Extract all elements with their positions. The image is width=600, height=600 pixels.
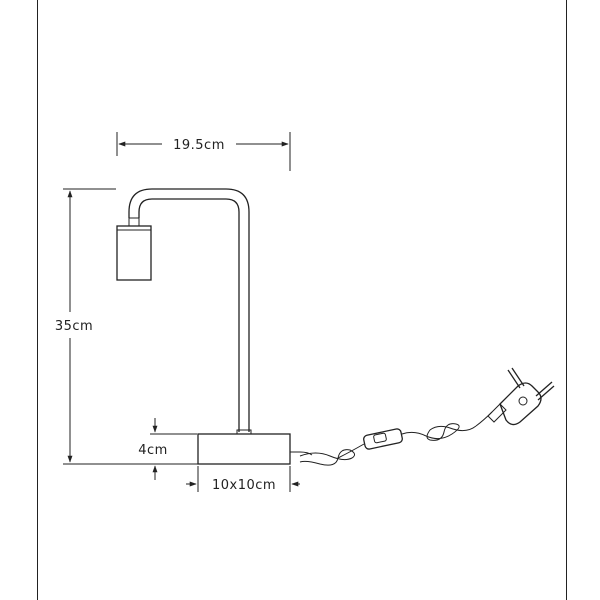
cord-loop-2 [425,423,477,441]
cord-segment-2 [401,431,427,437]
plug-body [499,382,542,426]
lamp-base [197,433,291,465]
plug-center-mark [518,396,528,406]
width-label: 19.5cm [173,138,225,153]
width-dimension: 19.5cm [116,132,291,171]
plug-prong-1 [507,369,521,389]
plug-prong-1b [511,367,525,387]
lamp-socket-neck [128,217,140,227]
page-frame [37,0,567,600]
cord-exit [290,451,313,456]
lamp-arm-inner [138,198,240,432]
base-height-dimension: 4cm [138,418,197,480]
cord-loop-1 [299,449,356,466]
inline-switch-button [373,432,387,444]
lamp-outline [116,188,291,465]
base-footprint-label: 10x10cm [212,478,276,493]
lamp-arm-outer [128,188,250,432]
plug-prong-2b [537,385,555,401]
lamp-socket [116,225,152,281]
plug-strain-relief [487,403,507,423]
cord-segment-1 [337,443,365,459]
height-dimension: 35cm [55,188,198,465]
base-height-label: 4cm [138,443,168,458]
power-cord [290,367,555,466]
inline-switch [363,428,403,450]
base-width-dimension: 10x10cm [186,466,300,493]
plug-prong-2 [535,381,553,397]
height-label: 35cm [55,319,93,334]
